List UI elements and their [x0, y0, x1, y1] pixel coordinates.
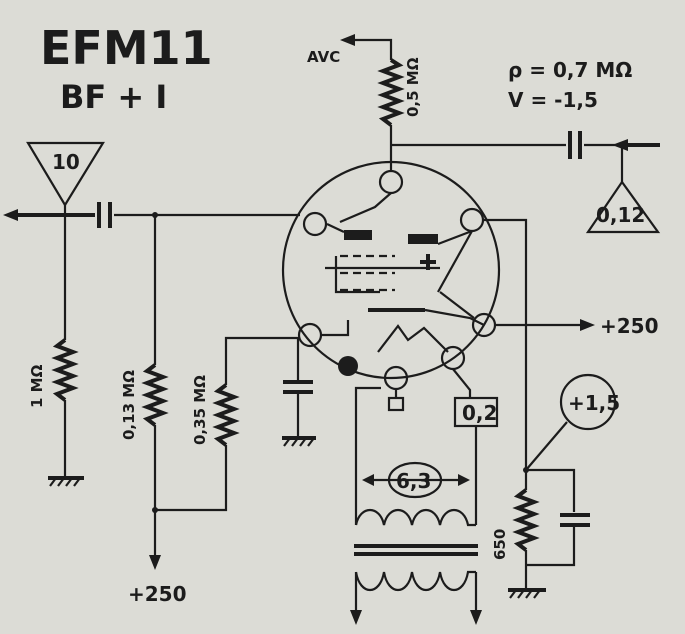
resistor-035-label: 0,35 MΩ [191, 375, 209, 445]
gain-in-label: 10 [52, 150, 80, 174]
cathode-voltage-label: +1,5 [568, 391, 620, 415]
grid-resistor-label: 1 MΩ [28, 364, 46, 408]
cathode-circuit [483, 218, 617, 599]
heater-circuit [350, 368, 499, 625]
heater-voltage-label: 6,3 [396, 469, 431, 493]
plate-supply [495, 319, 595, 331]
screen-bypass [282, 338, 316, 447]
tube-title: EFM11 [40, 21, 213, 75]
heater-current-label: 0,2 [462, 401, 497, 425]
tube-electrodes [322, 192, 485, 353]
tube-envelope [281, 160, 501, 391]
heater-voltage-ellipse [387, 461, 443, 499]
gain-out-label: 0,12 [596, 203, 645, 227]
param-rho: ρ = 0,7 MΩ [508, 58, 632, 82]
cathode-resistor-label: 650 [491, 529, 509, 560]
param-v: V = -1,5 [508, 88, 598, 112]
avc-label: AVC [307, 48, 340, 66]
anode-resistor-label: 0,5 MΩ [404, 57, 422, 117]
resistor-013-label: 0,13 MΩ [120, 370, 138, 440]
input-circuit [3, 141, 300, 487]
divider-circuit [141, 212, 299, 570]
plus250-right-label: +250 [600, 314, 659, 338]
anode-circuit [340, 34, 405, 171]
tube-function: BF + I [60, 78, 167, 116]
output-coupling [391, 131, 661, 234]
plus250-bottom-label: +250 [128, 582, 187, 606]
